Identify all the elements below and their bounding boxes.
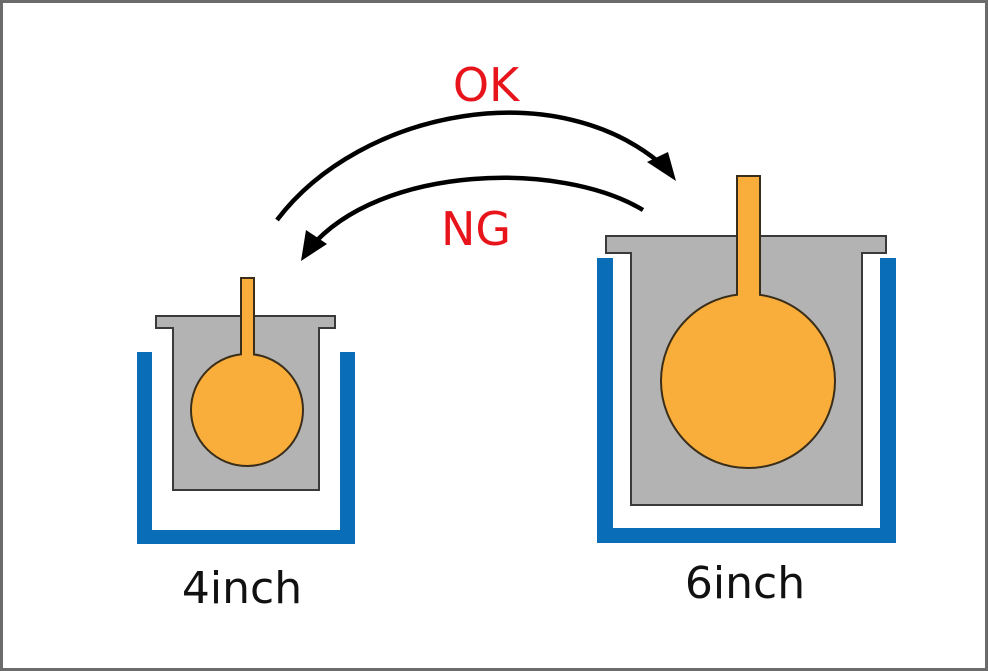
large-assembly bbox=[597, 175, 896, 543]
large-size-label: 6inch bbox=[685, 558, 805, 609]
small-assembly bbox=[137, 277, 355, 544]
large-wafer-stem bbox=[736, 175, 761, 307]
ng-label: NG bbox=[441, 202, 511, 256]
small-wafer bbox=[190, 353, 304, 467]
ng-arrow-icon bbox=[301, 175, 645, 261]
small-wafer-stem bbox=[240, 277, 255, 359]
ok-label: OK bbox=[453, 58, 521, 112]
large-wafer bbox=[660, 293, 836, 469]
ok-arrow-icon bbox=[275, 110, 676, 222]
small-size-label: 4inch bbox=[182, 563, 302, 614]
